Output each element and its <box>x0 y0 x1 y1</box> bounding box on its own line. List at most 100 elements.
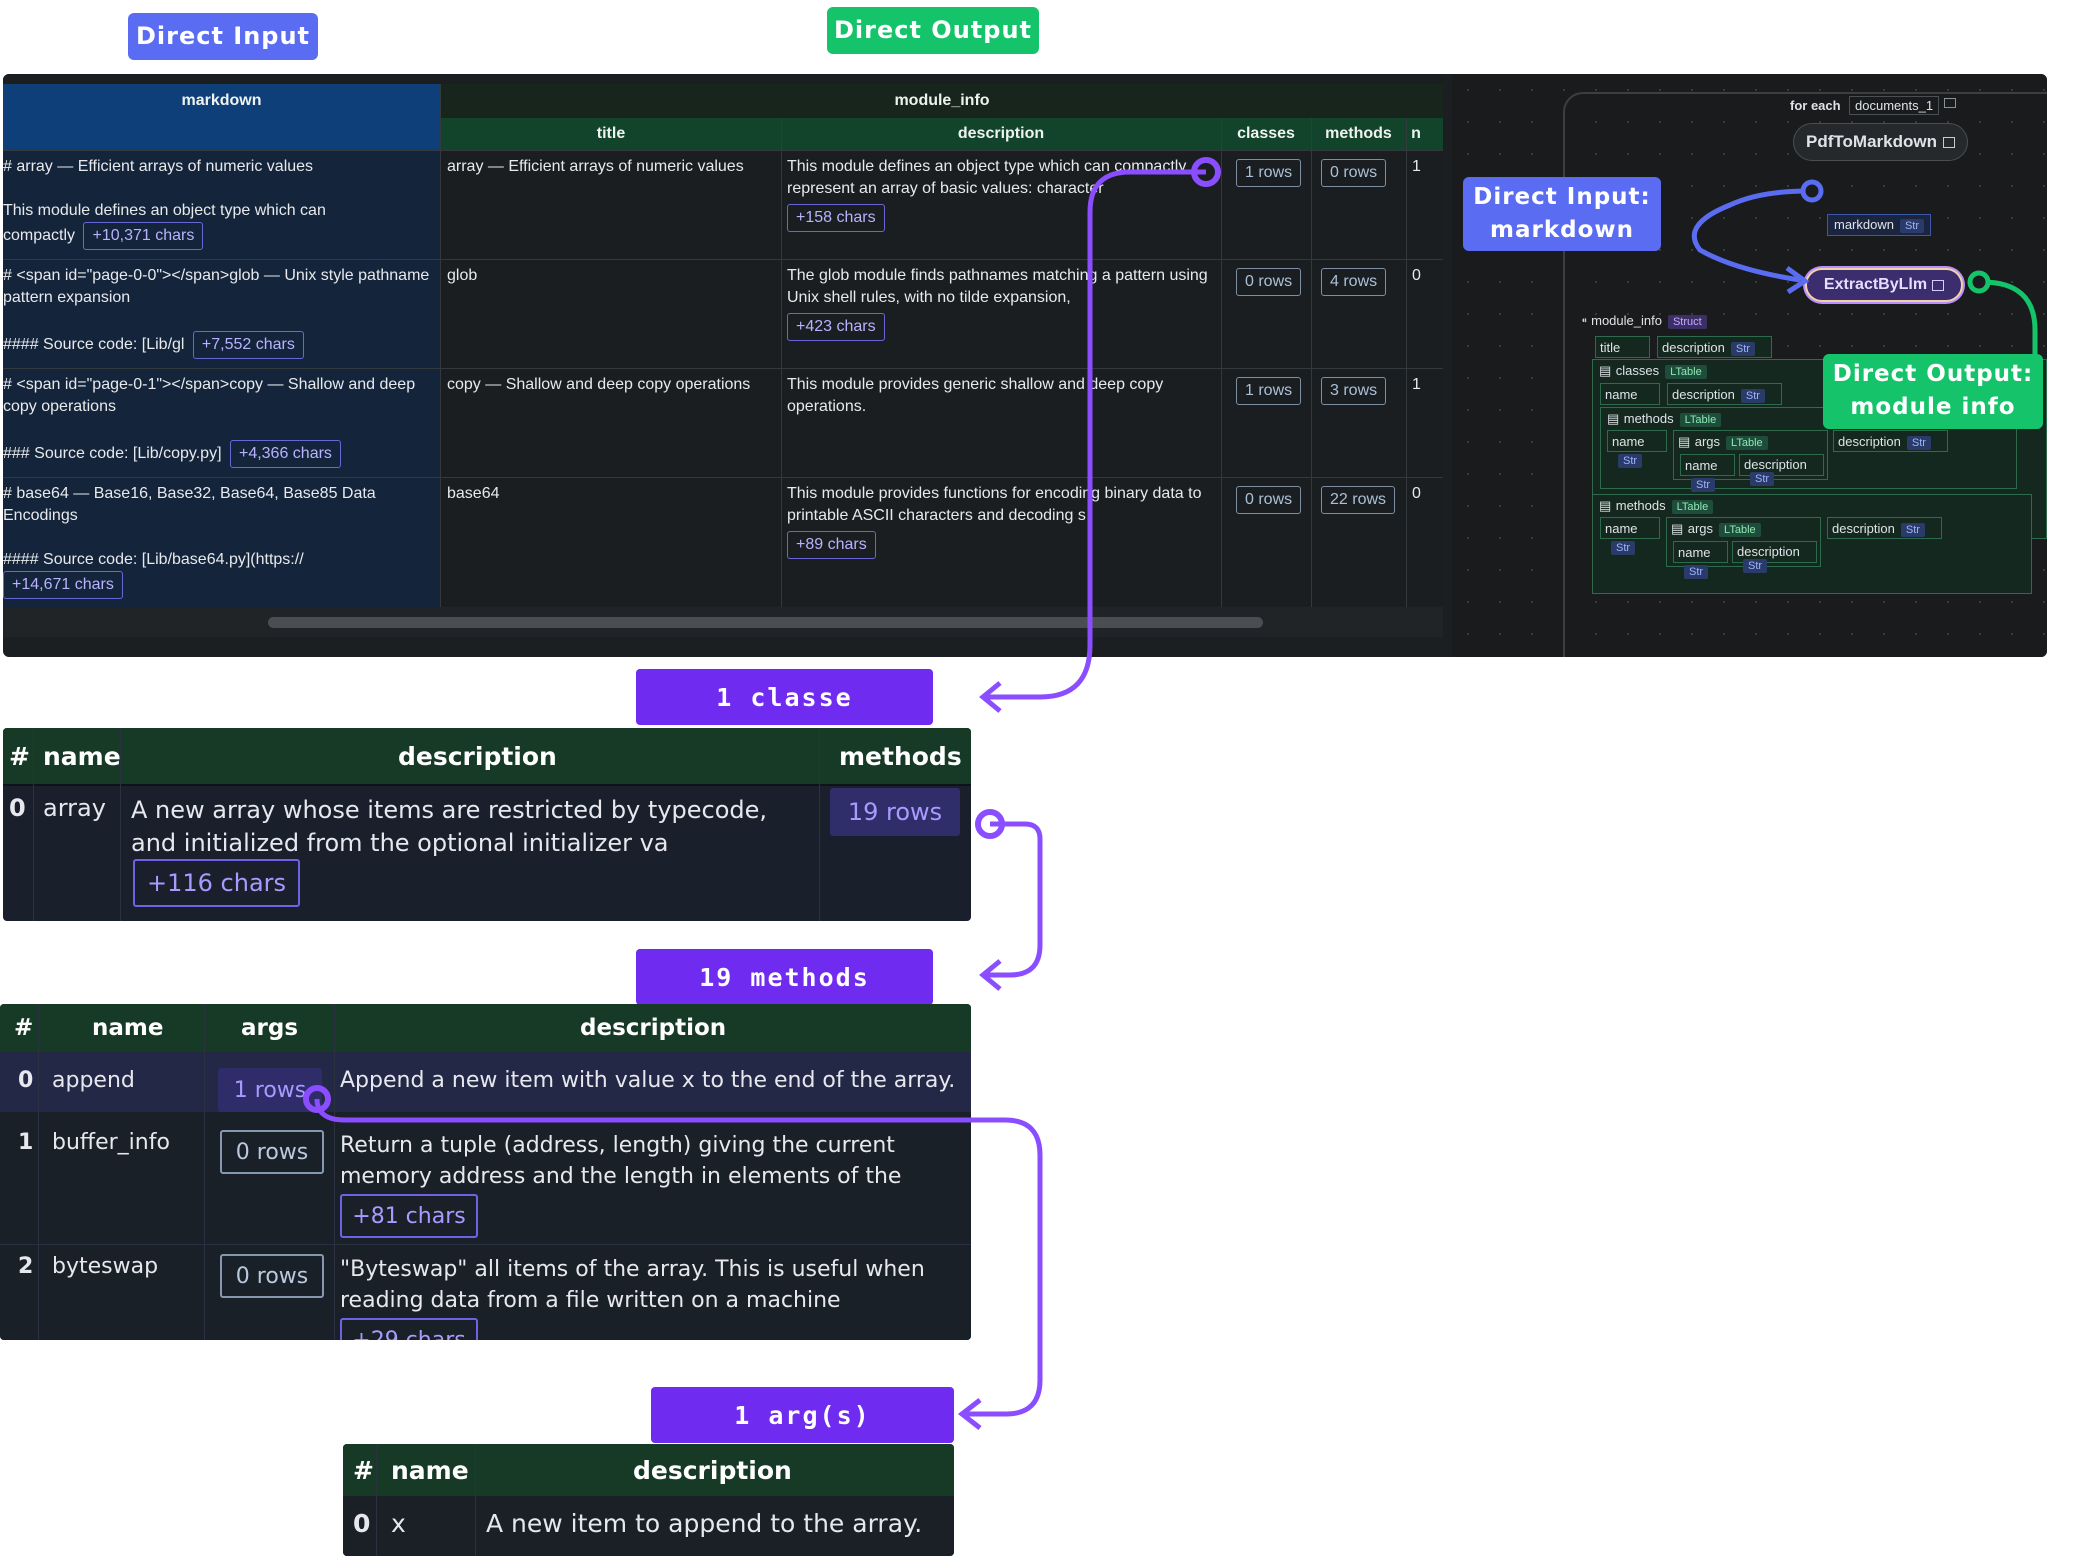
grid-row-0-markdown[interactable]: # array — Efficient arrays of numeric va… <box>3 156 435 250</box>
method-description[interactable]: Return a tuple (address, length) giving … <box>340 1130 965 1192</box>
row-index: 0 <box>18 1068 34 1093</box>
grid-row-2-more: 1 <box>1412 376 1421 393</box>
grid-row-3-markdown[interactable]: # base64 — Base16, Base32, Base64, Base8… <box>3 483 435 599</box>
col-name-header[interactable]: name <box>92 1015 164 1041</box>
col-classes-header[interactable]: classes <box>1237 125 1295 142</box>
grid-row-0-description[interactable]: This module defines an object type which… <box>787 156 1217 220</box>
collapse-icon[interactable] <box>1944 98 1956 108</box>
node-title: ExtractByLlm <box>1823 276 1928 293</box>
col-index-header[interactable]: # <box>9 742 30 771</box>
expand-chars-chip[interactable]: +10,371 chars <box>83 222 204 250</box>
class-description[interactable]: A new array whose items are restricted b… <box>131 794 811 860</box>
col-description-header[interactable]: description <box>633 1456 792 1485</box>
desc-line: memory address and the length in element… <box>340 1164 902 1189</box>
method-name-field[interactable]: nameStr <box>1607 430 1667 468</box>
expand-chars-chip[interactable]: +29 chars <box>340 1318 478 1340</box>
method-name: buffer_info <box>52 1130 170 1155</box>
methods-rows-chip[interactable]: 3 rows <box>1321 377 1387 405</box>
args-rows-chip[interactable]: 0 rows <box>220 1130 324 1174</box>
expand-chars-chip[interactable]: +423 chars <box>787 313 885 341</box>
desc-text: This module provides functions for encod… <box>787 485 1202 524</box>
expand-chars-chip[interactable]: +81 chars <box>340 1194 478 1238</box>
grid-row-2-title[interactable]: copy — Shallow and deep copy operations <box>447 376 751 393</box>
expand-chars-chip[interactable]: +4,366 chars <box>229 440 341 468</box>
col-more-header[interactable]: n <box>1411 125 1421 142</box>
col-module-info-header[interactable]: module_info <box>894 92 990 109</box>
flow-canvas[interactable]: for each documents_1 PdfToMarkdown markd… <box>1452 74 2047 657</box>
expand-chars-chip[interactable]: +116 chars <box>133 859 300 907</box>
col-args-header[interactable]: args <box>241 1015 299 1041</box>
col-methods-header[interactable]: methods <box>1325 125 1392 142</box>
md-line: compactly <box>3 227 76 244</box>
col-description-header[interactable]: description <box>957 125 1045 142</box>
grid-row-2-markdown[interactable]: # <span id="page-0-1"></span>copy — Shal… <box>3 374 435 468</box>
horizontal-scrollbar[interactable] <box>3 607 1443 637</box>
method-name: append <box>52 1068 135 1093</box>
col-title-header[interactable]: title <box>596 125 626 142</box>
method-description[interactable]: Append a new item with value x to the en… <box>340 1068 956 1093</box>
args-rows-chip[interactable]: 0 rows <box>220 1254 324 1298</box>
row-index: 0 <box>353 1509 371 1538</box>
col-name-header[interactable]: name <box>43 742 121 771</box>
desc-text: The glob module finds pathnames matching… <box>787 267 1208 306</box>
grid-row-0-title[interactable]: array — Efficient arrays of numeric valu… <box>447 158 744 175</box>
methods-rows-chip[interactable]: 19 rows <box>830 788 960 836</box>
methods-count-label: 19 methods <box>636 949 933 1005</box>
grid-row-2-description[interactable]: This module provides generic shallow and… <box>787 376 1164 415</box>
table-icon: ▤ <box>1599 498 1612 513</box>
col-name-header[interactable]: name <box>391 1456 469 1485</box>
scrollbar-thumb[interactable] <box>268 617 1263 628</box>
tree-icon: ⁌ <box>1581 313 1588 328</box>
grid-row-3-more: 0 <box>1412 485 1421 502</box>
pdf-to-markdown-node[interactable]: PdfToMarkdown <box>1793 123 1968 161</box>
classes-rows-chip[interactable]: 1 rows <box>1236 377 1302 405</box>
node-menu-icon[interactable] <box>1932 279 1945 291</box>
classes-rows-chip[interactable]: 1 rows <box>1236 159 1302 187</box>
col-index-header[interactable]: # <box>353 1456 374 1485</box>
arg-description[interactable]: A new item to append to the array. <box>486 1509 923 1538</box>
methods-rows-chip[interactable]: 0 rows <box>1321 159 1387 187</box>
grid-row-3-description[interactable]: This module provides functions for encod… <box>787 483 1217 527</box>
methods-rows-chip[interactable]: 22 rows <box>1321 486 1396 514</box>
classes-rows-chip[interactable]: 0 rows <box>1236 486 1302 514</box>
col-description-header[interactable]: description <box>580 1015 727 1041</box>
class-name: array <box>43 794 106 822</box>
grid-row-1-markdown[interactable]: # <span id="page-0-0"></span>glob — Unix… <box>3 265 435 359</box>
methods-name-field[interactable]: nameStr <box>1600 517 1660 555</box>
expand-chars-chip[interactable]: +7,552 chars <box>192 331 304 359</box>
row-index: 2 <box>18 1254 34 1279</box>
for-each-frame <box>1563 92 2047 657</box>
classes-rows-chip[interactable]: 0 rows <box>1236 268 1302 296</box>
arg-name-field[interactable]: nameStr <box>1680 454 1735 492</box>
expand-chars-chip[interactable]: +158 chars <box>787 204 885 232</box>
col-markdown-header[interactable]: markdown <box>181 92 262 109</box>
method-name: byteswap <box>52 1254 159 1279</box>
node-menu-icon[interactable] <box>1942 136 1955 148</box>
col-index-header[interactable]: # <box>14 1015 34 1041</box>
methods-rows-chip[interactable]: 4 rows <box>1321 268 1387 296</box>
methods-arg-name-field[interactable]: nameStr <box>1673 541 1728 579</box>
expand-chars-chip[interactable]: +14,671 chars <box>3 571 123 599</box>
methods-arg-description-field[interactable]: descriptionStr <box>1732 541 1817 573</box>
arg-description-field[interactable]: descriptionStr <box>1739 454 1824 486</box>
desc-line: "Byteswap" all items of the array. This … <box>340 1257 925 1282</box>
method-description[interactable]: "Byteswap" all items of the array. This … <box>340 1254 965 1316</box>
extract-by-llm-node[interactable]: ExtractByLlm <box>1805 268 1963 302</box>
expand-chars-chip[interactable]: +89 chars <box>787 531 876 559</box>
row-index: 0 <box>9 794 26 822</box>
col-methods-header[interactable]: methods <box>839 742 962 771</box>
grid-row-3-title[interactable]: base64 <box>447 485 500 502</box>
documents-field[interactable]: documents_1 <box>1849 96 1940 115</box>
md-line: This module defines an object type which… <box>3 202 326 219</box>
desc-text: This module defines an object type which… <box>787 158 1187 197</box>
col-description-header[interactable]: description <box>398 742 557 771</box>
grid-row-1-title[interactable]: glob <box>447 267 478 284</box>
grid-row-1-description[interactable]: The glob module finds pathnames matching… <box>787 265 1217 309</box>
desc-line: reading data from a file written on a ma… <box>340 1288 841 1313</box>
